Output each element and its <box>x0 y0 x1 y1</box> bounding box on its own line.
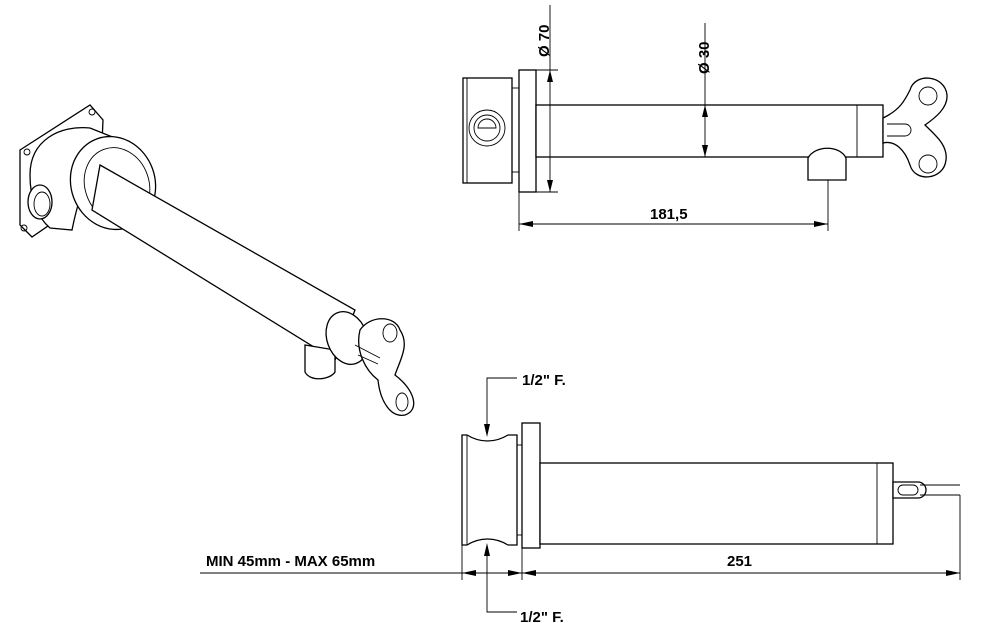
pipe <box>91 163 356 361</box>
dim-total-length: 251 <box>727 553 752 570</box>
isometric-view <box>19 104 415 416</box>
side-view: 1/2" F. 1/2" F. MIN 45mm - MAX 65mm 251 <box>200 372 961 623</box>
outlet <box>807 147 847 181</box>
inlet-opening <box>27 184 53 220</box>
flange <box>518 69 537 193</box>
dim-wall-depth: MIN 45mm - MAX 65mm <box>206 553 375 570</box>
key-handle-icon <box>882 77 948 178</box>
label-inlet-bottom: 1/2" F. <box>520 609 564 623</box>
dim-diameter-70: Ø 70 <box>536 24 553 57</box>
dim-outlet-distance: 181,5 <box>650 206 688 223</box>
key-handle-icon <box>358 318 415 416</box>
pipe <box>539 462 894 545</box>
top-view: Ø 70 Ø 30 181,5 <box>462 5 948 231</box>
key-stem <box>892 481 927 499</box>
dim-diameter-30: Ø 30 <box>696 41 713 74</box>
body-box <box>462 77 513 184</box>
body-box <box>461 434 518 546</box>
label-inlet-top: 1/2" F. <box>522 372 566 389</box>
outlet <box>304 344 336 380</box>
flange <box>521 422 541 549</box>
